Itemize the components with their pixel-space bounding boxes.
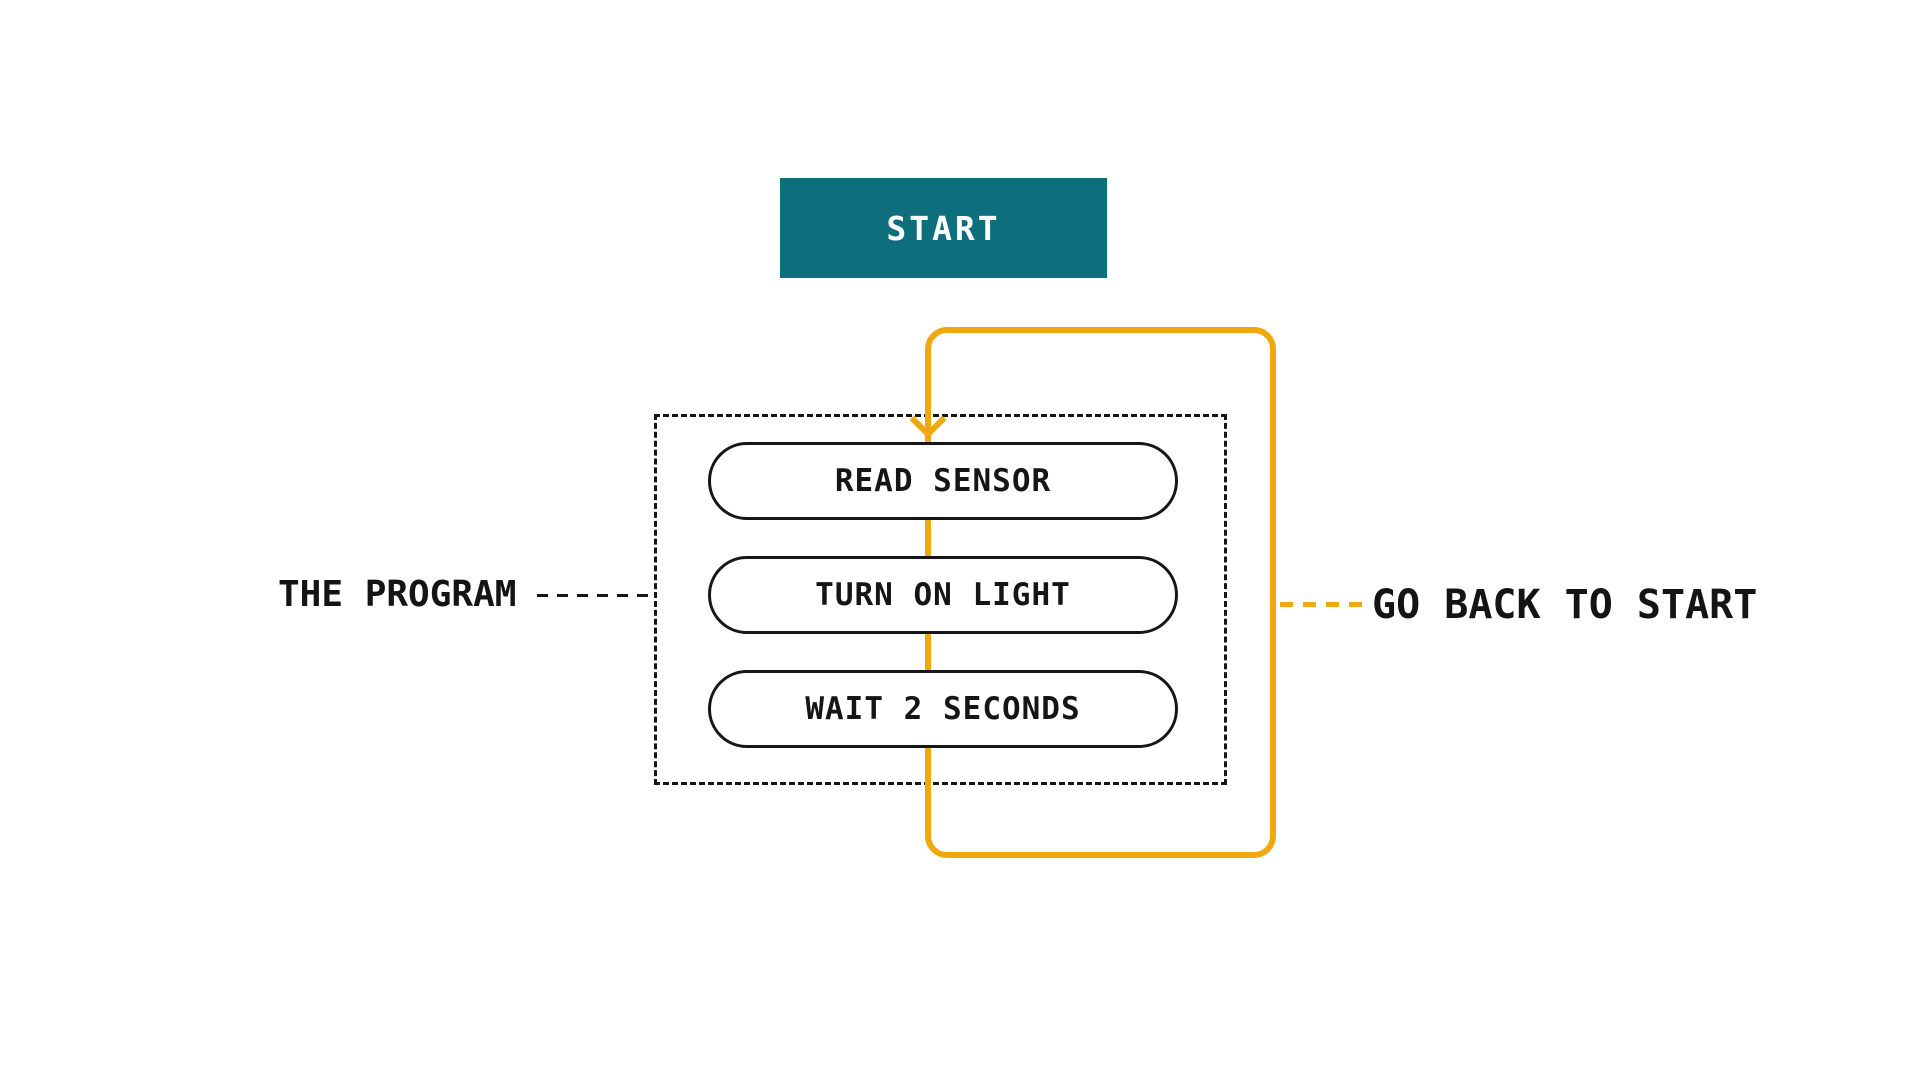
start-node-label: START (886, 208, 1001, 248)
start-node: START (780, 178, 1107, 278)
step-label: READ SENSOR (834, 463, 1052, 499)
program-label-connector-line (537, 594, 654, 597)
step-label: TURN ON LIGHT (815, 577, 1071, 613)
program-label: THE PROGRAM (278, 574, 517, 615)
step-label: WAIT 2 SECONDS (805, 691, 1081, 727)
loop-label-connector-line (1280, 602, 1364, 607)
program-dashed-box (654, 414, 1227, 785)
step-read-sensor: READ SENSOR (708, 442, 1178, 520)
step-wait-2-seconds: WAIT 2 SECONDS (708, 670, 1178, 748)
loop-label: GO BACK TO START (1372, 582, 1758, 628)
step-turn-on-light: TURN ON LIGHT (708, 556, 1178, 634)
